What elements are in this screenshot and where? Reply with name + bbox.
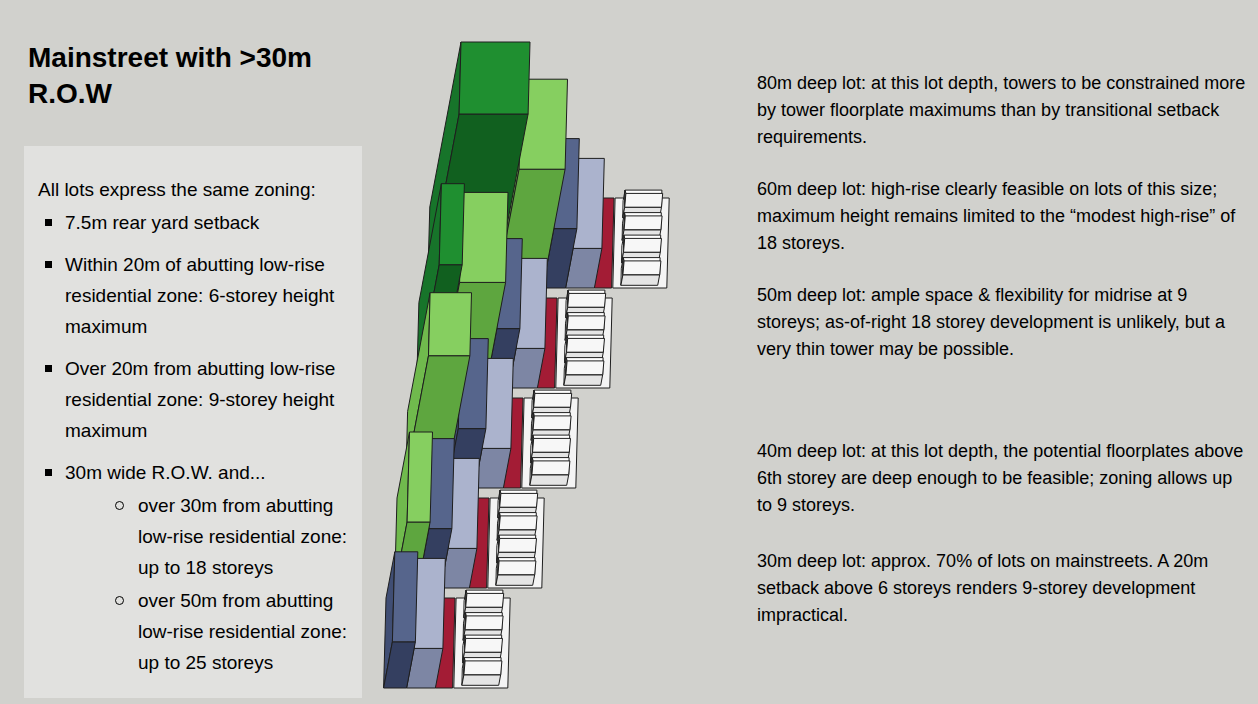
house-roof xyxy=(500,493,538,507)
rule-text: 30m wide R.O.W. and... xyxy=(65,462,266,483)
low-rise-house xyxy=(462,675,501,686)
house-roof xyxy=(534,393,572,407)
rule-text: Over 20m from abutting low-rise resident… xyxy=(65,358,335,441)
house-roof xyxy=(624,216,662,230)
house-roof xyxy=(567,316,605,330)
low-rise-house xyxy=(564,375,603,386)
rule-text: All lots express the same zoning: xyxy=(38,179,316,200)
house-roof xyxy=(532,461,570,475)
lot-note: 40m deep lot: at this lot depth, the pot… xyxy=(757,438,1249,519)
building-massing xyxy=(439,184,464,265)
house-roof xyxy=(566,361,604,375)
zoning-rule: 30m wide R.O.W. and... xyxy=(65,457,352,488)
low-rise-house xyxy=(534,390,571,407)
low-rise-house xyxy=(464,658,501,675)
low-rise-house xyxy=(465,613,502,630)
lot-note: 30m deep lot: approx. 70% of lots on mai… xyxy=(757,548,1249,629)
bullet-circle xyxy=(115,501,124,510)
zoning-rule: over 30m from abutting low-rise resident… xyxy=(138,490,352,583)
low-rise-house xyxy=(532,458,569,475)
low-rise-zone xyxy=(613,198,669,288)
house-roof xyxy=(625,193,663,207)
zoning-rule: Over 20m from abutting low-rise resident… xyxy=(65,353,352,446)
low-rise-house xyxy=(567,335,604,352)
low-rise-zone xyxy=(522,398,578,488)
zoning-panel: All lots express the same zoning: 7.5m re… xyxy=(24,146,362,698)
building-massing xyxy=(459,42,530,114)
rule-text: over 30m from abutting low-rise resident… xyxy=(138,495,347,578)
low-rise-house xyxy=(568,290,605,307)
low-rise-zone xyxy=(556,298,612,388)
building-massing xyxy=(392,552,417,642)
low-rise-house xyxy=(499,535,536,552)
low-rise-house xyxy=(533,413,570,430)
low-rise-house xyxy=(498,558,535,575)
low-rise-zone xyxy=(488,498,544,588)
lot-note: 50m deep lot: ample space & flexibility … xyxy=(757,282,1249,363)
building-massing xyxy=(460,192,508,282)
panel-heading: All lots express the same zoning: xyxy=(38,174,352,205)
rule-text: Within 20m of abutting low-rise resident… xyxy=(65,254,334,337)
house-roof xyxy=(499,516,537,530)
bullet-square xyxy=(45,365,52,372)
zoning-rule: Within 20m of abutting low-rise resident… xyxy=(65,249,352,342)
house-roof xyxy=(465,638,503,652)
low-rise-house xyxy=(621,275,660,286)
bullet-square xyxy=(45,219,52,226)
low-rise-house xyxy=(624,213,661,230)
lot-note: 60m deep lot: high-rise clearly feasible… xyxy=(757,176,1249,257)
building-massing xyxy=(414,558,445,648)
building-massing xyxy=(429,293,472,356)
low-rise-house xyxy=(623,258,660,275)
zoning-rule: 7.5m rear yard setback xyxy=(65,207,352,238)
house-roof xyxy=(567,338,605,352)
house-roof xyxy=(498,561,536,575)
low-rise-house xyxy=(500,490,537,507)
low-rise-house xyxy=(567,313,604,330)
low-rise-house xyxy=(466,590,503,607)
low-rise-house xyxy=(566,358,603,375)
house-roof xyxy=(533,416,571,430)
low-rise-zone xyxy=(454,598,510,688)
low-rise-house xyxy=(533,435,570,452)
bullet-circle xyxy=(115,596,124,605)
low-rise-house xyxy=(499,513,536,530)
low-rise-house xyxy=(624,235,661,252)
bullet-square xyxy=(45,469,52,476)
house-roof xyxy=(533,438,571,452)
rule-text: over 50m from abutting low-rise resident… xyxy=(138,590,347,673)
building-massing xyxy=(429,439,454,529)
low-rise-house xyxy=(530,475,569,486)
house-roof xyxy=(623,261,661,275)
low-rise-house xyxy=(465,635,502,652)
low-rise-house xyxy=(496,575,535,586)
bullet-square xyxy=(45,261,52,268)
rule-text: 7.5m rear yard setback xyxy=(65,212,259,233)
house-roof xyxy=(624,238,662,252)
building-massing xyxy=(384,642,416,688)
title-text: Mainstreet with >30m R.O.W xyxy=(28,40,328,112)
house-roof xyxy=(499,538,537,552)
house-roof xyxy=(464,661,502,675)
house-roof xyxy=(466,593,504,607)
building-massing xyxy=(407,432,432,522)
house-roof xyxy=(568,293,606,307)
zoning-rule: over 50m from abutting low-rise resident… xyxy=(138,585,352,678)
lot-note: 80m deep lot: at this lot depth, towers … xyxy=(757,70,1249,151)
house-roof xyxy=(465,616,503,630)
low-rise-house xyxy=(625,190,662,207)
